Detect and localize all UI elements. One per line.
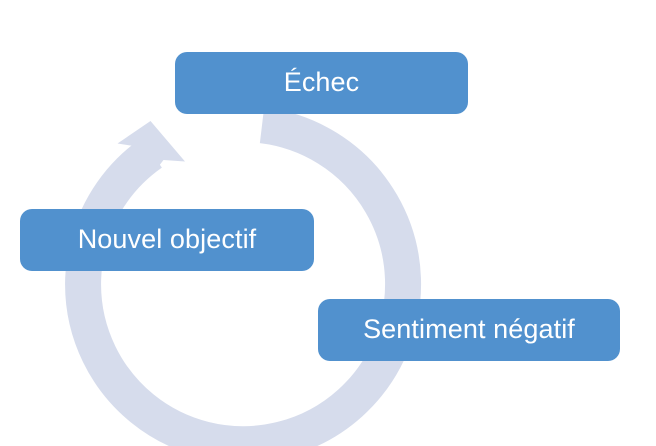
node-echec[interactable]: Échec <box>175 52 468 114</box>
node-nouvel-objectif[interactable]: Nouvel objectif <box>20 209 314 271</box>
node-sentiment-negatif-label: Sentiment négatif <box>363 313 575 344</box>
node-echec-label: Échec <box>283 66 360 97</box>
node-sentiment-negatif[interactable]: Sentiment négatif <box>318 299 620 361</box>
node-nouvel-objectif-label: Nouvel objectif <box>77 223 257 254</box>
